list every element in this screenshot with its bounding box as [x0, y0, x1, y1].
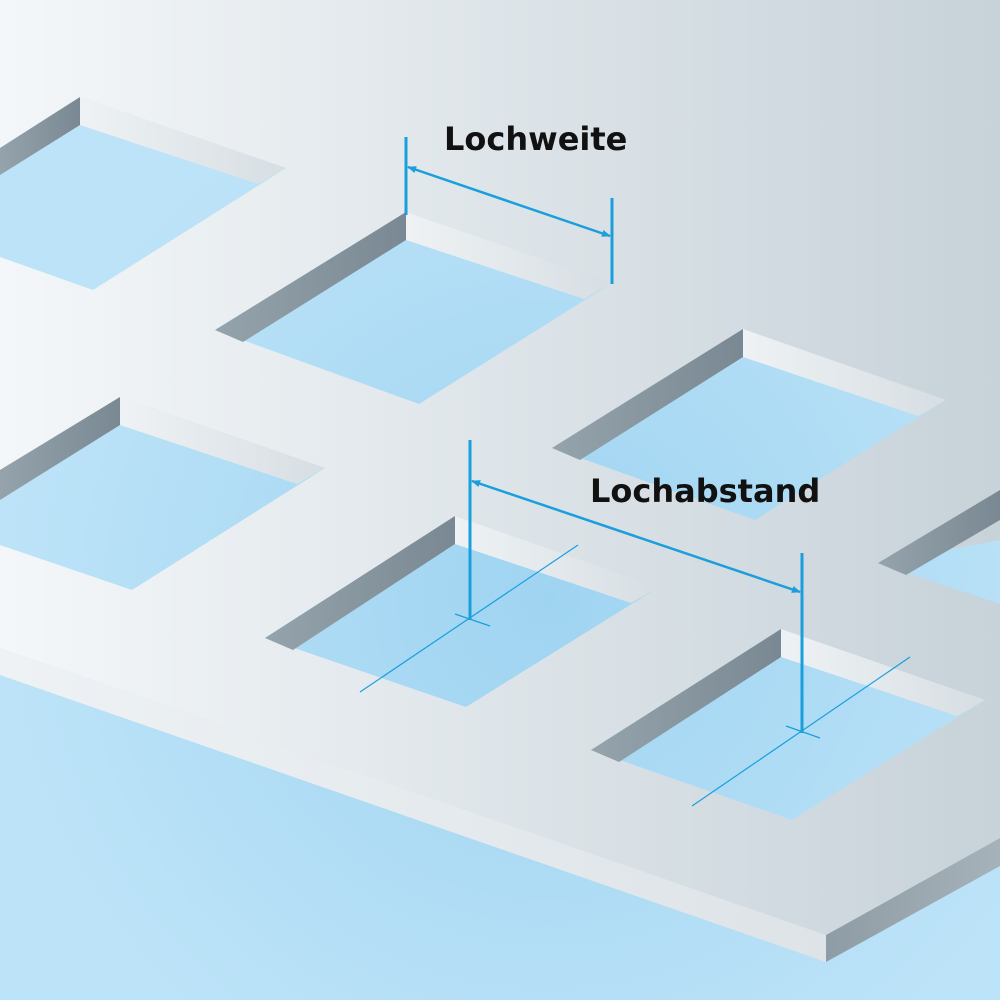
dimension-arrow	[407, 165, 611, 238]
dimension-arrow	[471, 479, 801, 594]
hole-wall	[215, 212, 406, 342]
hole-wall	[80, 97, 286, 184]
plate-right-edge	[826, 838, 1000, 962]
hole-wall	[591, 629, 781, 762]
hole-width-dimension	[404, 137, 614, 284]
hole-center-line	[785, 725, 821, 739]
hole-wall	[0, 97, 80, 175]
hole-wall	[743, 329, 946, 416]
hole-pitch-dimension	[359, 440, 911, 807]
hole-wall	[120, 397, 325, 484]
hole-wall	[265, 516, 455, 650]
hole-pitch-label: Lochabstand	[590, 472, 820, 510]
hole-wall	[781, 629, 985, 716]
hole-wall	[878, 490, 1000, 575]
plate-top-surface	[0, 0, 1000, 935]
hole-wall	[0, 397, 120, 500]
hole-wall	[552, 329, 743, 460]
plate-front-edge	[0, 648, 826, 962]
hole-center-line	[454, 613, 491, 627]
hole-width-label: Lochweite	[444, 120, 627, 158]
